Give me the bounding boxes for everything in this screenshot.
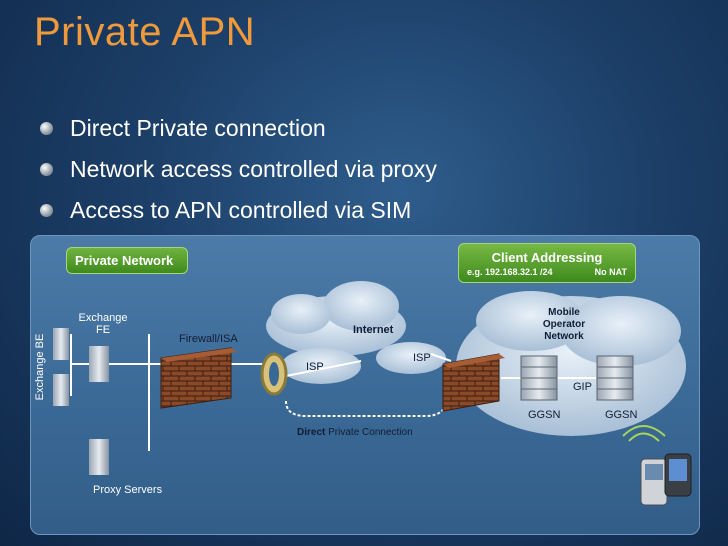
diagram-canvas: [53, 281, 692, 506]
client-addressing-nat: No NAT: [594, 266, 627, 277]
bullet-icon: [40, 204, 53, 217]
bullet-text: Network access controlled via proxy: [70, 156, 437, 182]
isp-right-label: ISP: [413, 352, 431, 364]
ggsn-left-server-icon: [520, 355, 558, 401]
bullet-text: Direct Private connection: [70, 115, 326, 141]
exchange-fe-label: Exchange FE: [78, 312, 128, 336]
private-network-label: Private Network: [66, 247, 188, 274]
internet-cloud: [266, 281, 406, 356]
mobile-operator-label: Mobile Operator Network: [542, 307, 586, 342]
mobile-phones-icon: [622, 425, 692, 506]
direct-connection-label: Direct Private Connection: [297, 427, 413, 438]
bullet-item: Direct Private connection: [34, 108, 437, 149]
ggsn-right-label: GGSN: [605, 409, 638, 421]
page-title: Private APN: [34, 10, 256, 54]
bullet-icon: [40, 122, 53, 135]
bullet-list: Direct Private connection Network access…: [34, 108, 437, 231]
bullet-item: Access to APN controlled via SIM: [34, 190, 437, 231]
isp-left-label: ISP: [306, 361, 324, 373]
proxy-server-icon: [89, 439, 109, 475]
ggsn-right-server-icon: [596, 355, 634, 401]
isp-right-cloud: [376, 342, 446, 374]
network-diagram-panel: Private Network Client Addressing e.g. 1…: [30, 235, 700, 535]
internet-label: Internet: [353, 324, 394, 336]
isp-left-cloud: [281, 348, 361, 384]
ggsn-left-label: GGSN: [528, 409, 561, 421]
bullet-text: Access to APN controlled via SIM: [70, 197, 412, 223]
firewall-left-icon: [160, 347, 237, 409]
client-addressing-example: e.g. 192.168.32.1 /24: [467, 266, 553, 277]
exchange-be-server-icon: [53, 374, 69, 406]
firewall-right-icon: [442, 353, 505, 412]
client-addressing-box: Client Addressing e.g. 192.168.32.1 /24 …: [458, 243, 636, 283]
exchange-be-label: Exchange BE: [34, 333, 46, 401]
exchange-be-server-icon: [53, 328, 69, 360]
mobile-operator-cloud: [456, 291, 686, 436]
client-addressing-title: Client Addressing: [491, 249, 603, 265]
bullet-item: Network access controlled via proxy: [34, 149, 437, 190]
bullet-icon: [40, 163, 53, 176]
exchange-fe-server-icon: [89, 346, 109, 382]
proxy-servers-label: Proxy Servers: [93, 484, 163, 496]
firewall-label: Firewall/ISA: [179, 333, 238, 345]
gip-label: GIP: [573, 381, 592, 393]
client-addressing-details: e.g. 192.168.32.1 /24 No NAT: [467, 267, 627, 277]
